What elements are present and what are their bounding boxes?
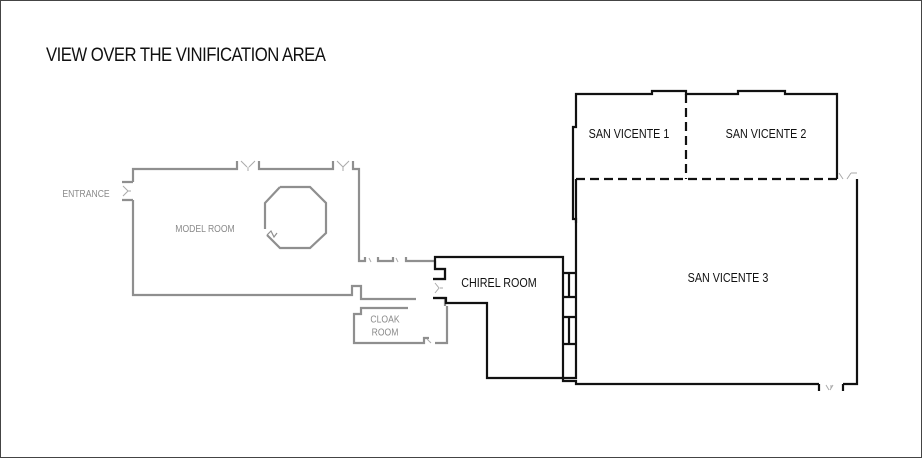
san-vicente-3-wall (561, 179, 859, 386)
model-room-wall-south (131, 200, 416, 301)
entrance-label[interactable]: ENTRANCE (62, 188, 110, 200)
cloak-room-wall (352, 306, 449, 345)
cloak-room-label-line2: ROOM (371, 327, 399, 338)
octagon-feature (263, 185, 328, 250)
chirel-room-wall (433, 255, 565, 380)
model-room-wall (131, 161, 435, 263)
model-room-label[interactable]: MODEL ROOM (175, 223, 235, 235)
cloak-room-label-line1: CLOAK (370, 314, 400, 326)
san-vicente-1-2-wall (571, 89, 839, 223)
page-title: VIEW OVER THE VINIFICATION AREA (46, 45, 326, 66)
cloak-room-label[interactable]: CLOAK ROOM (370, 315, 399, 340)
san-vicente-3-label[interactable]: SAN VICENTE 3 (687, 271, 769, 286)
chirel-room-label[interactable]: CHIREL ROOM (461, 276, 537, 291)
san-vicente-2-label[interactable]: SAN VICENTE 2 (725, 127, 807, 142)
san-vicente-1-label[interactable]: SAN VICENTE 1 (588, 127, 670, 142)
